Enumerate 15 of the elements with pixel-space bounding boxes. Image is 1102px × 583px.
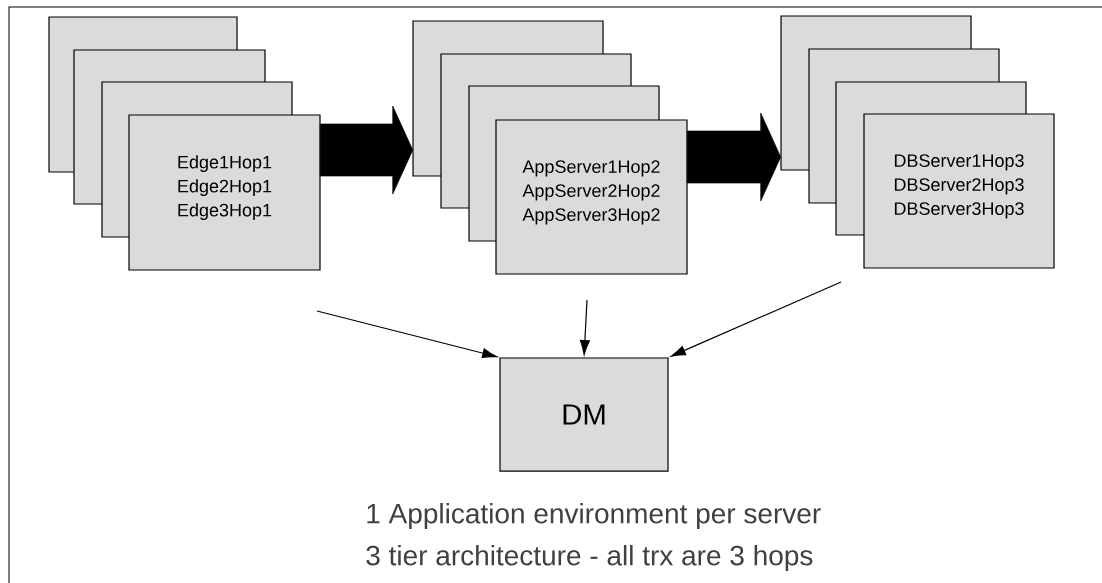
node-label: DBServer3Hop3 xyxy=(894,202,1024,219)
caption-text: 1 Application environment per server xyxy=(367,502,821,530)
block-arrow xyxy=(319,105,414,195)
node-label: AppServer2Hop2 xyxy=(522,184,660,201)
block-arrow xyxy=(686,112,782,202)
node-label: DBServer2Hop3 xyxy=(894,178,1024,195)
server-stack: Edge1Hop1 Edge2Hop1 Edge3Hop1 xyxy=(48,16,321,271)
server-stack: DBServer1Hop3 DBServer2Hop3 DBServer3Hop3 xyxy=(780,15,1055,269)
caption-text: 3 tier architecture - all trx are 3 hops xyxy=(366,544,813,572)
arrow xyxy=(670,281,842,357)
arrow xyxy=(316,310,498,359)
dm-box: DM xyxy=(499,357,669,472)
server-stack: AppServer1Hop2 AppServer2Hop2 AppServer3Hop2 xyxy=(412,20,688,275)
node-label: AppServer3Hop2 xyxy=(522,208,660,225)
arrow xyxy=(579,299,590,355)
